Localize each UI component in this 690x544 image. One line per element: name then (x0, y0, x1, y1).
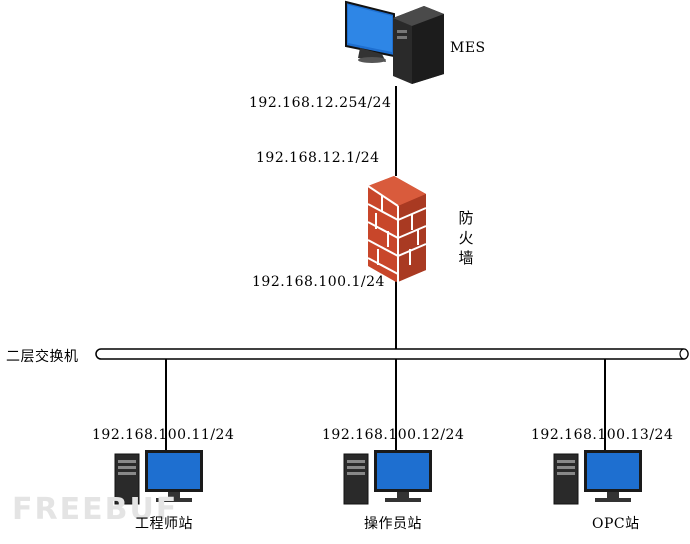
opc-ip-label: 192.168.100.13/24 (531, 427, 674, 443)
firewall-icon (367, 176, 427, 282)
opc-workstation-icon (553, 450, 642, 505)
firewall-label: 防火墙 (458, 209, 474, 267)
mes-computer-icon (345, 0, 444, 84)
mes-ip-label: 192.168.12.254/24 (249, 95, 392, 111)
opc-station-label: OPC站 (592, 516, 640, 532)
firewall-ip-top-label: 192.168.12.1/24 (256, 150, 380, 166)
engineer-workstation-icon (114, 450, 203, 505)
firewall-ip-bottom-label: 192.168.100.1/24 (252, 274, 385, 290)
watermark-logo: FREEBUF (12, 492, 179, 527)
mes-label: MES (450, 40, 486, 56)
engineer-ip-label: 192.168.100.11/24 (92, 427, 235, 443)
operator-ip-label: 192.168.100.12/24 (322, 427, 465, 443)
engineer-station-label: 工程师站 (135, 516, 193, 532)
switch-label: 二层交换机 (6, 349, 79, 365)
operator-workstation-icon (343, 450, 432, 505)
switch-bus (95, 348, 689, 360)
operator-station-label: 操作员站 (364, 516, 422, 532)
